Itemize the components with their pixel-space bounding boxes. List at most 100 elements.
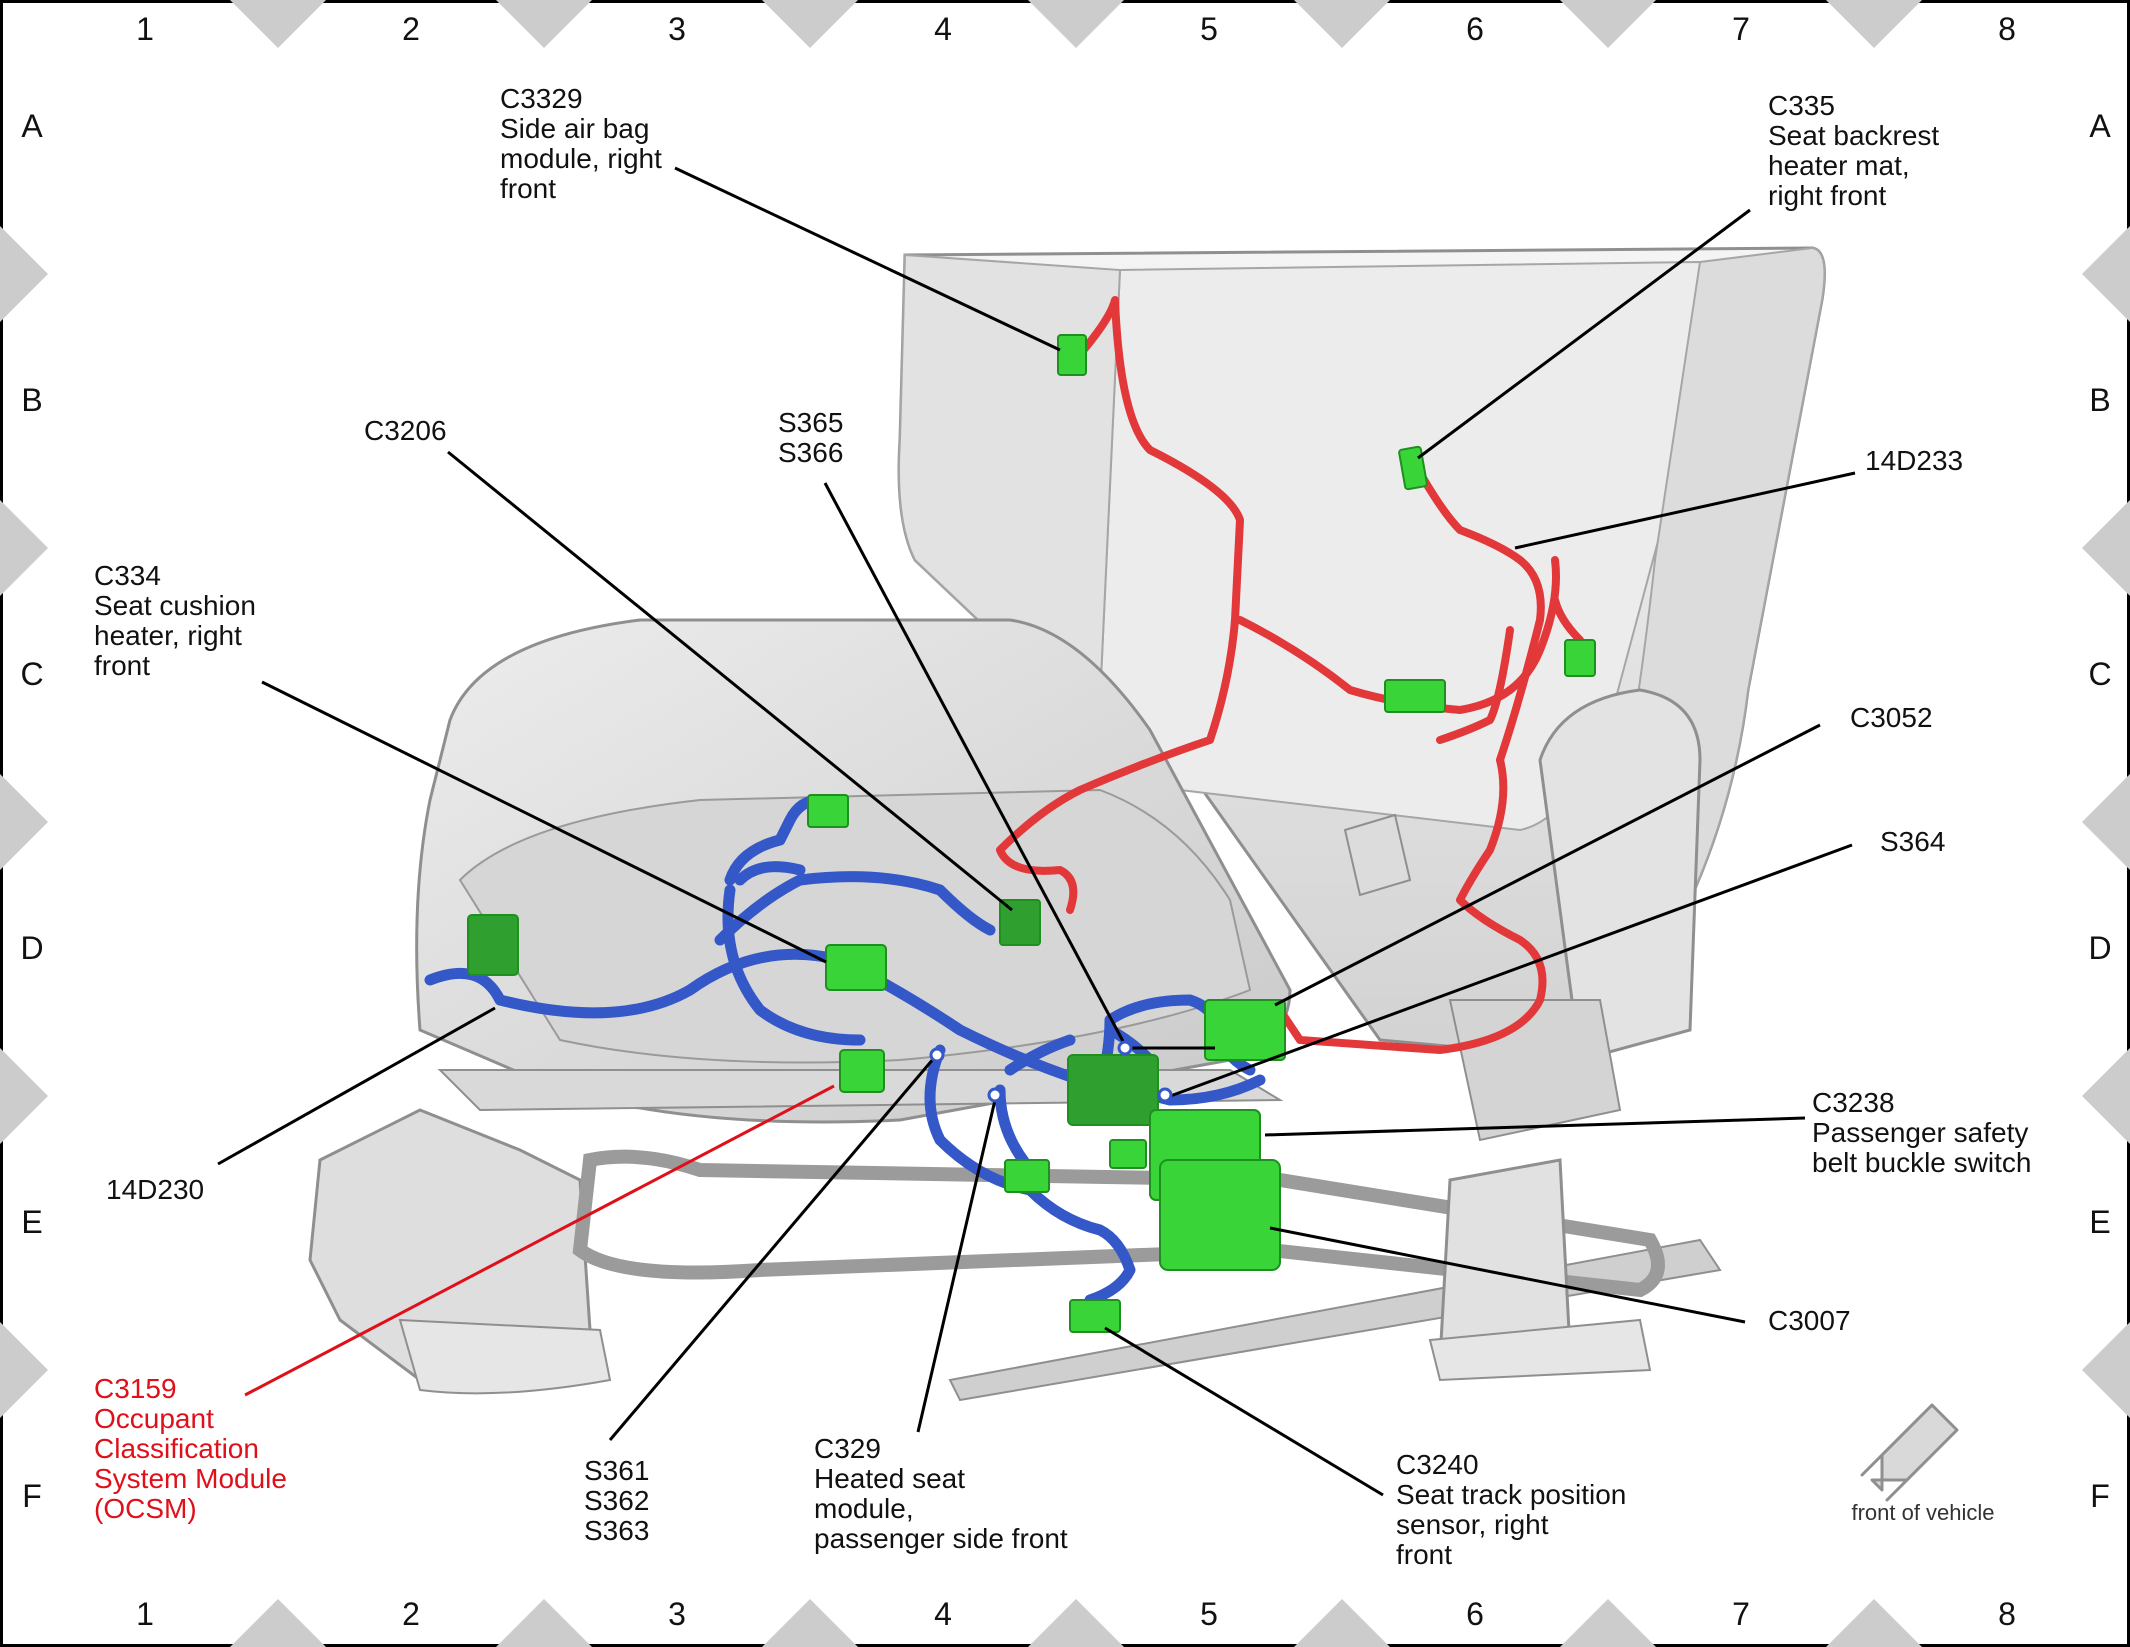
callout-leader-lines	[217, 166, 1856, 1497]
front-of-vehicle-label: front of vehicle	[1851, 1500, 1994, 1525]
grid-border-diamond	[230, 1599, 326, 1647]
connector-ocsm-rear	[467, 914, 519, 976]
grid-border-diamond	[496, 1599, 592, 1647]
grid-row-label: A	[21, 108, 43, 144]
green-connectors	[467, 334, 1596, 1333]
grid-row-label: F	[2090, 1478, 2110, 1514]
grid-col-label: 5	[1200, 11, 1218, 47]
grid-col-label: 1	[136, 11, 154, 47]
callout-s361-s363: S361 S362 S363	[584, 1455, 657, 1546]
grid-col-label: 4	[934, 11, 952, 47]
grid-border-diamond	[1294, 1599, 1390, 1647]
callout-c329: C329 Heated seat module, passenger side …	[814, 1433, 1068, 1554]
grid-row-label: F	[22, 1478, 42, 1514]
grid-border-diamond	[1826, 1599, 1922, 1647]
callout-s365-s366: S365 S366	[778, 407, 851, 468]
grid-col-label: 2	[402, 1596, 420, 1632]
grid-row-label: E	[2089, 1204, 2110, 1240]
grid-border-diamond	[230, 0, 326, 48]
grid-border-diamond	[762, 0, 858, 48]
grid-col-label: 4	[934, 1596, 952, 1632]
grid-row-label: C	[2088, 656, 2111, 692]
grid-col-label: 5	[1200, 1596, 1218, 1632]
connector-c3052	[1204, 999, 1286, 1061]
grid-col-label: 7	[1732, 1596, 1750, 1632]
grid-row-label: D	[20, 930, 43, 966]
splice-s365-s366	[1117, 1040, 1133, 1056]
callout-c3240: C3240 Seat track position sensor, right …	[1396, 1449, 1634, 1570]
connector-c3206	[999, 899, 1041, 946]
splice-s364	[1157, 1087, 1173, 1103]
callout-14d233: 14D233	[1865, 445, 1963, 476]
callout-c3052: C3052	[1850, 702, 1933, 733]
grid-col-label: 7	[1732, 11, 1750, 47]
connector-frame	[1004, 1159, 1050, 1193]
grid-row-label: A	[2089, 108, 2111, 144]
grid-border-diamond	[0, 1048, 48, 1144]
grid-border-diamond	[1028, 1599, 1124, 1647]
connector-cushion-top	[807, 794, 849, 828]
grid-col-label: 2	[402, 11, 420, 47]
grid-row-label: D	[2088, 930, 2111, 966]
connector-c3329	[1057, 334, 1087, 376]
grid-row-labels-right: A B C D E F	[2088, 108, 2111, 1514]
connector-c334	[825, 944, 887, 991]
connector-c3007	[1159, 1159, 1281, 1271]
callout-c3329: C3329 Side air bag module, right front	[500, 83, 670, 204]
seat-base-foot	[398, 1318, 612, 1395]
grid-border-diamond	[0, 500, 48, 596]
grid-border-diamond	[2082, 774, 2130, 870]
grid-border-diamond	[1560, 1599, 1656, 1647]
grid-row-label: E	[21, 1204, 42, 1240]
seat-side-trim	[1538, 688, 1702, 1062]
front-arrow-icon	[1860, 1403, 1959, 1502]
grid-border-diamond	[0, 774, 48, 870]
splice-c329	[987, 1087, 1003, 1103]
grid-border-diamond	[1826, 0, 1922, 48]
callout-c334: C334 Seat cushion heater, right front	[94, 560, 264, 681]
grid-border-diamond	[2082, 1322, 2130, 1418]
connector-c3159	[839, 1049, 885, 1093]
grid-border-diamond	[496, 0, 592, 48]
grid-border-diamond	[0, 1322, 48, 1418]
splice-s361-s363	[929, 1047, 945, 1063]
callout-14d230: 14D230	[106, 1174, 204, 1205]
grid-border-diamond	[2082, 500, 2130, 596]
grid-col-label: 3	[668, 1596, 686, 1632]
seat-rear-foot	[1428, 1318, 1652, 1382]
seat-cushion-top-panel	[458, 788, 1252, 1064]
connector-upper-backrest	[1384, 679, 1446, 713]
grid-border-diamond	[762, 1599, 858, 1647]
grid-col-label: 8	[1998, 11, 2016, 47]
grid-col-label: 3	[668, 11, 686, 47]
front-of-vehicle-indicator: front of vehicle	[1851, 1403, 1995, 1525]
callout-c3206: C3206	[364, 415, 447, 446]
callout-s364: S364	[1880, 826, 1945, 857]
grid-col-label: 8	[1998, 1596, 2016, 1632]
seat-belt-buckle	[1343, 813, 1412, 897]
callout-c3159: C3159 Occupant Classification System Mod…	[94, 1373, 295, 1524]
seat-illustration	[308, 246, 1826, 1402]
grid-column-labels-bottom: 1 2 3 4 5 6 7 8	[136, 1596, 2016, 1632]
grid-col-label: 6	[1466, 11, 1484, 47]
callout-c3007: C3007	[1768, 1305, 1851, 1336]
grid-border-diamond	[1294, 0, 1390, 48]
grid-border-diamond	[0, 226, 48, 322]
grid-col-label: 6	[1466, 1596, 1484, 1632]
callout-c335: C335 Seat backrest heater mat, right fro…	[1768, 90, 1947, 211]
callout-leader-c3159	[244, 1084, 835, 1397]
connector-under-cushion	[1109, 1139, 1147, 1169]
grid-border-diamond	[1028, 0, 1124, 48]
grid-border-diamond	[1560, 0, 1656, 48]
grid-row-label: B	[2089, 382, 2110, 418]
splice-markers	[929, 1040, 1173, 1103]
connector-c329	[1067, 1054, 1159, 1126]
grid-border-diamond	[2082, 1048, 2130, 1144]
callout-c3238: C3238 Passenger safety belt buckle switc…	[1812, 1087, 2036, 1178]
grid-row-label: C	[20, 656, 43, 692]
seat-cross-tube	[572, 1149, 1665, 1298]
grid-column-labels-top: 1 2 3 4 5 6 7 8	[136, 11, 2016, 47]
grid-row-labels-left: A B C D E F	[20, 108, 43, 1514]
